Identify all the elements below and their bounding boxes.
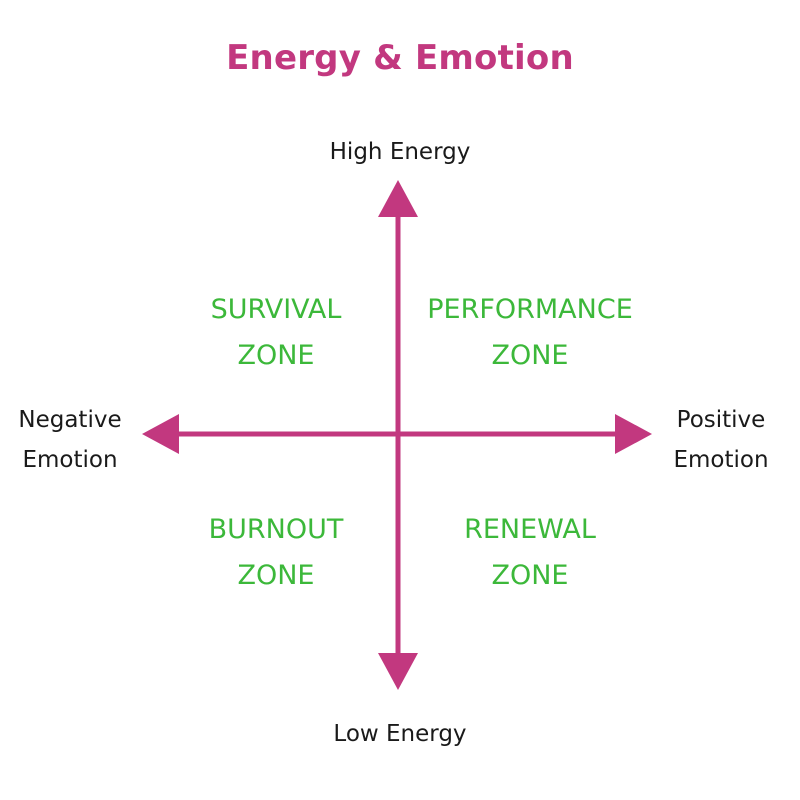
performance-zone-line-1: PERFORMANCE [427,294,633,325]
arrow-up-icon [378,180,418,217]
arrow-left-icon [142,414,179,454]
axis-label-low-energy: Low Energy [333,721,467,747]
axis-label-negative-line-1: Negative [18,407,122,433]
axis-label-positive-emotion: Positive Emotion [650,400,792,480]
axis-label-negative-emotion: Negative Emotion [0,400,140,480]
burnout-zone-label: BURNOUT ZONE [136,507,416,599]
survival-zone-label: SURVIVAL ZONE [136,287,416,379]
axis-label-high-energy: High Energy [329,139,471,165]
arrow-right-icon [615,414,652,454]
arrow-down-icon [378,653,418,690]
burnout-zone-line-1: BURNOUT [208,514,344,545]
diagram-title: Energy & Emotion [226,38,574,78]
renewal-zone-line-1: RENEWAL [464,514,596,545]
renewal-zone-label: RENEWAL ZONE [390,507,670,599]
renewal-zone-line-2: ZONE [491,560,569,591]
performance-zone-label: PERFORMANCE ZONE [390,287,670,379]
performance-zone-line-2: ZONE [491,340,569,371]
burnout-zone-line-2: ZONE [237,560,315,591]
axis-label-positive-line-2: Emotion [673,447,769,473]
axis-label-positive-line-1: Positive [676,407,766,433]
survival-zone-line-1: SURVIVAL [210,294,342,325]
axis-label-negative-line-2: Emotion [22,447,118,473]
survival-zone-line-2: ZONE [237,340,315,371]
